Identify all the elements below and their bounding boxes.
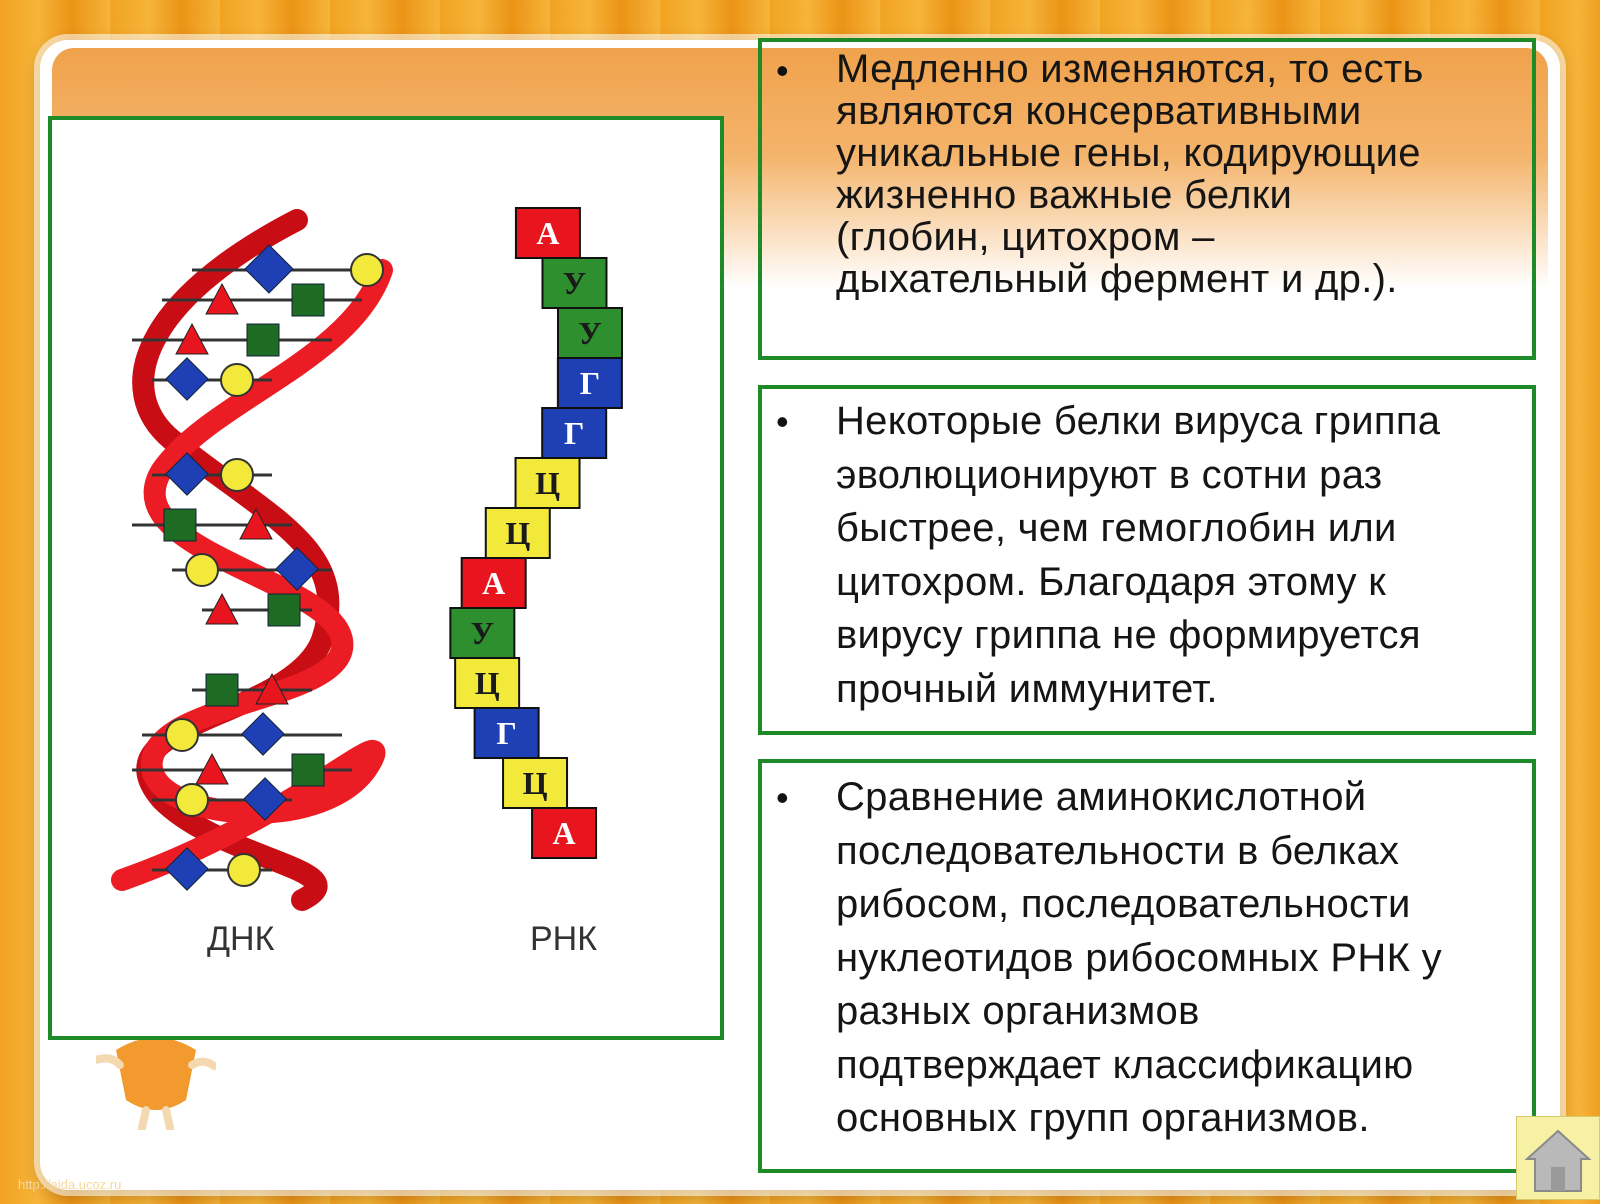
rna-base-segment: У xyxy=(541,257,608,309)
rna-base-letter: Ц xyxy=(523,765,548,801)
rna-base-letter: Ц xyxy=(535,465,560,501)
rna-base-letter: А xyxy=(482,565,505,601)
dna-base-pairs xyxy=(132,244,384,891)
rna-base-segment: Г xyxy=(473,707,540,759)
rna-base-segment: Ц xyxy=(502,757,569,809)
rna-base-segment: Ц xyxy=(484,507,551,559)
bullet-box-2: • Некоторые белки вируса гриппа эволюцио… xyxy=(758,385,1536,735)
rna-base-segment: Ц xyxy=(514,457,581,509)
bullet-text-ribosome-comparison: Сравнение аминокислотной последовательно… xyxy=(836,775,1442,1140)
rna-base-segment: Г xyxy=(556,357,623,409)
rna-base-letter: У xyxy=(471,615,494,651)
rna-base-letter: У xyxy=(563,265,586,301)
rna-base-segment: А xyxy=(460,557,527,609)
bullet-box-1: • Медленно изменяются, то есть являются … xyxy=(758,38,1536,360)
rna-base-segment: У xyxy=(449,607,516,659)
bullet-marker: • xyxy=(776,401,789,442)
rna-base-letter: Ц xyxy=(505,515,530,551)
bullet-text-influenza-proteins: Некоторые белки вируса гриппа эволюциони… xyxy=(836,399,1441,711)
bullet-marker: • xyxy=(776,777,789,818)
home-icon xyxy=(1524,1129,1592,1192)
dna-label: ДНК xyxy=(207,920,275,958)
cartoon-child-icon xyxy=(96,1037,216,1130)
rna-base-letter: Г xyxy=(580,365,600,401)
bullet-box-3: • Сравнение аминокислотной последователь… xyxy=(758,759,1536,1173)
rna-base-segment: А xyxy=(514,207,581,259)
rna-base-letter: Ц xyxy=(475,665,500,701)
rna-base-letter: Г xyxy=(564,415,584,451)
rna-base-segment: А xyxy=(531,807,598,859)
rna-base-segment: Ц xyxy=(454,657,521,709)
rna-base-letter: Г xyxy=(496,715,516,751)
bullet-text-conservative-genes: Медленно изменяются, то есть являются ко… xyxy=(836,47,1424,301)
bullet-marker: • xyxy=(776,50,789,91)
rna-base-segment: Г xyxy=(541,407,608,459)
rna-base-letter: У xyxy=(578,315,601,351)
rna-label: РНК xyxy=(530,920,598,958)
rna-base-letter: А xyxy=(536,215,559,251)
home-button[interactable] xyxy=(1516,1116,1600,1200)
footer-url: http://aida.ucoz.ru xyxy=(18,1177,122,1192)
rna-base-segment: У xyxy=(556,307,623,359)
rna-base-letter: А xyxy=(552,815,575,851)
